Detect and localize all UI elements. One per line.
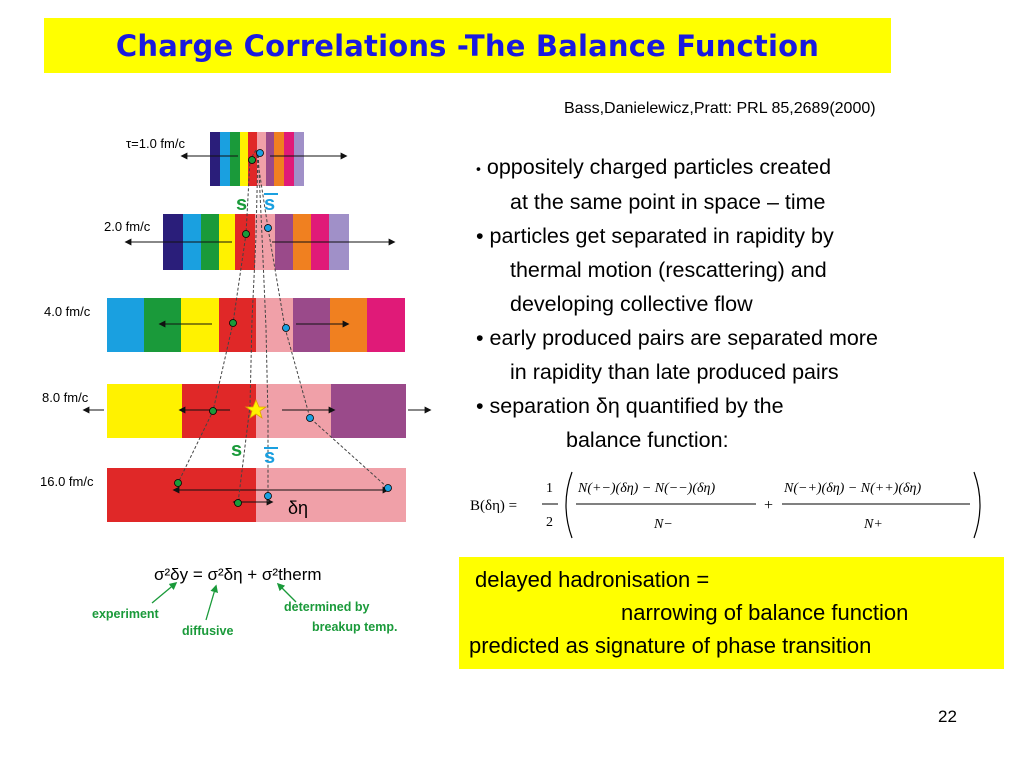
conclusion-line-2: narrowing of balance function [621, 600, 909, 625]
rapidity-evolution-diagram: τ=1.0 fm/c 2.0 fm/c 4.0 fm/c 8.0 fm/c 16… [0, 118, 460, 658]
strip-t5 [107, 468, 406, 522]
time-label-1: τ=1.0 fm/c [126, 136, 185, 151]
label-diffusive: diffusive [182, 624, 233, 638]
quark-s-label-top: s [236, 193, 247, 215]
balance-function-formula: B(δη) = 1 2 N(+−)(δη) − N(−−)(δη) N− + N… [466, 466, 996, 544]
formula-term1-num: N(+−)(δη) − N(−−)(δη) [577, 481, 715, 496]
time-label-2: 2.0 fm/c [104, 219, 151, 234]
citation: Bass,Danielewicz,Pratt: PRL 85,2689(2000… [564, 100, 876, 117]
formula-lhs: B(δη) = [470, 498, 517, 514]
bullet-4-line-2: balance function: [566, 428, 729, 453]
quark-sbar-label-bottom: s [264, 446, 275, 468]
strip-t3 [107, 298, 405, 352]
time-label-5: 16.0 fm/c [40, 474, 94, 489]
label-determined-by: determined by [284, 600, 369, 614]
bullet-2-line-3: developing collective flow [510, 292, 753, 317]
slide-title: Charge Correlations -The Balance Functio… [115, 28, 820, 63]
formula-term2-num: N(−+)(δη) − N(++)(δη) [783, 481, 921, 496]
bullet-2-line-1: • particles get separated in rapidity by [476, 224, 834, 249]
conclusion-line-1: delayed hadronisation = [475, 567, 710, 592]
bullet-dot: • [476, 394, 484, 419]
label-breakup-temp: breakup temp. [312, 620, 397, 634]
bullet-1-line-1: • oppositely charged particles created [476, 155, 832, 179]
formula-term2-den: N+ [863, 517, 883, 532]
label-experiment: experiment [92, 607, 160, 621]
bullet-dot: • [476, 160, 481, 177]
right-paren [973, 471, 981, 539]
sigma-equation: σ²δy = σ²δη + σ²therm [154, 565, 322, 584]
bullet-list: • oppositely charged particles created a… [476, 150, 1016, 457]
formula-plus: + [764, 497, 773, 514]
delta-eta-label: δη [288, 498, 308, 518]
bullet-4-line-1: • separation δη quantified by the [476, 394, 784, 419]
slide-number: 22 [938, 707, 957, 726]
left-paren [565, 471, 573, 539]
bullet-2-line-2: thermal motion (rescattering) and [510, 258, 827, 283]
bullet-1-line-2: at the same point in space – time [510, 190, 826, 215]
quark-sbar-label-top: s [264, 193, 275, 215]
bullet-3-line-2: in rapidity than late produced pairs [510, 360, 839, 385]
conclusion-box: delayed hadronisation = narrowing of bal… [459, 557, 1004, 669]
strip-t1 [180, 132, 348, 186]
formula-term1-den: N− [653, 517, 673, 532]
quark-s-label-bottom: s [231, 439, 242, 461]
strip-t4 [82, 384, 432, 438]
time-label-3: 4.0 fm/c [44, 304, 91, 319]
title-bar: Charge Correlations -The Balance Functio… [44, 18, 891, 73]
strip-t2 [124, 214, 396, 270]
conclusion-line-3: predicted as signature of phase transiti… [469, 633, 872, 658]
particle-dots [174, 149, 392, 507]
formula-half-den: 2 [546, 515, 553, 530]
bullet-dot: • [476, 224, 484, 249]
bullet-dot: • [476, 326, 484, 351]
bullet-3-line-1: • early produced pairs are separated mor… [476, 326, 878, 351]
time-label-4: 8.0 fm/c [42, 390, 89, 405]
formula-half-num: 1 [546, 481, 553, 496]
